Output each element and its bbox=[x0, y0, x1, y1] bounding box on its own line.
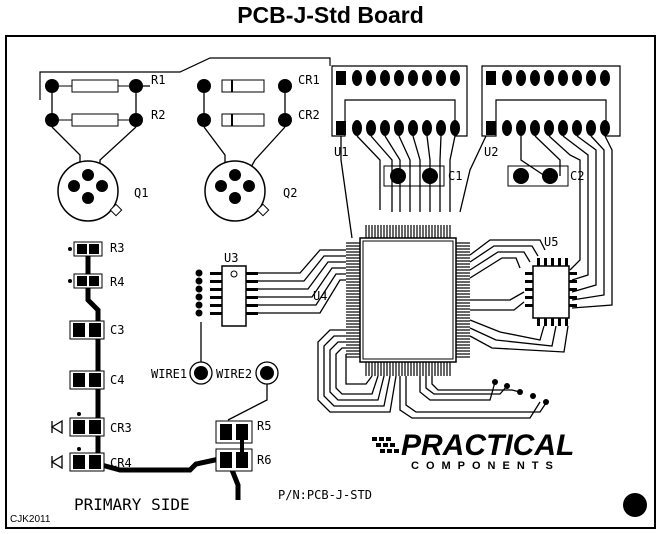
label-r5: R5 bbox=[257, 419, 271, 433]
transistor-q2 bbox=[204, 160, 270, 222]
wire1-pad bbox=[189, 361, 213, 385]
label-r1: R1 bbox=[151, 73, 165, 87]
resistor-r4 bbox=[68, 273, 103, 289]
thick-trace bbox=[85, 248, 225, 473]
label-c1: C1 bbox=[448, 169, 462, 183]
label-cr2: CR2 bbox=[298, 108, 320, 122]
label-wire2: WIRE2 bbox=[216, 367, 252, 381]
connector-u1 bbox=[331, 65, 468, 137]
traces-u4-loops bbox=[317, 329, 397, 413]
traces-u2-u5 bbox=[520, 135, 613, 309]
traces-u1-u4 bbox=[340, 135, 487, 239]
logo-sub: COMPONENTS bbox=[411, 460, 560, 472]
diode-cr1 bbox=[197, 79, 292, 93]
label-r6: R6 bbox=[257, 453, 271, 467]
label-q2: Q2 bbox=[283, 186, 297, 200]
label-r2: R2 bbox=[151, 108, 165, 122]
logo-name: PRACTICAL bbox=[401, 429, 574, 462]
ic-u5 bbox=[525, 258, 577, 326]
primary-side-label: PRIMARY SIDE bbox=[74, 495, 190, 514]
capacitor-c3 bbox=[69, 320, 105, 340]
diode-cr4 bbox=[50, 447, 105, 472]
traces-u4-u5 bbox=[469, 239, 569, 353]
resistor-r6 bbox=[215, 448, 253, 472]
label-cr1: CR1 bbox=[298, 73, 320, 87]
ic-u3 bbox=[195, 265, 258, 327]
traces-u3-u4 bbox=[258, 249, 346, 314]
fiducial-mark bbox=[623, 493, 647, 517]
label-c4: C4 bbox=[110, 373, 124, 387]
resistor-r3 bbox=[68, 241, 103, 257]
diode-cr2 bbox=[197, 113, 292, 127]
resistor-r2 bbox=[45, 113, 143, 127]
silkscreen-outline bbox=[39, 57, 331, 100]
part-number-label: P/N:PCB-J-STD bbox=[278, 488, 372, 502]
label-cr4: CR4 bbox=[110, 456, 132, 470]
label-c3: C3 bbox=[110, 323, 124, 337]
label-q1: Q1 bbox=[134, 186, 148, 200]
board-title: PCB-J-Std Board bbox=[237, 2, 424, 28]
connector-u2 bbox=[481, 65, 621, 137]
label-cr3: CR3 bbox=[110, 421, 132, 435]
label-c2: C2 bbox=[570, 169, 584, 183]
capacitor-c2 bbox=[507, 165, 569, 187]
wire2-pad bbox=[255, 361, 279, 385]
capacitor-c1 bbox=[383, 165, 445, 187]
label-r4: R4 bbox=[110, 275, 124, 289]
traces-u4-bottom bbox=[399, 376, 549, 419]
ic-u4 bbox=[346, 225, 470, 376]
label-u3: U3 bbox=[224, 251, 238, 265]
revision-code-label: CJK2011 bbox=[10, 514, 51, 525]
transistor-q1 bbox=[57, 160, 123, 222]
capacitor-c4 bbox=[69, 370, 105, 390]
resistor-r5 bbox=[215, 420, 253, 444]
diode-cr3 bbox=[50, 412, 105, 437]
label-r3: R3 bbox=[110, 241, 124, 255]
label-u2: U2 bbox=[484, 145, 498, 159]
label-wire1: WIRE1 bbox=[151, 367, 187, 381]
via-dots bbox=[492, 379, 549, 405]
practical-components-logo: PRACTICAL COMPONENTS bbox=[372, 429, 574, 472]
label-u5: U5 bbox=[544, 235, 558, 249]
